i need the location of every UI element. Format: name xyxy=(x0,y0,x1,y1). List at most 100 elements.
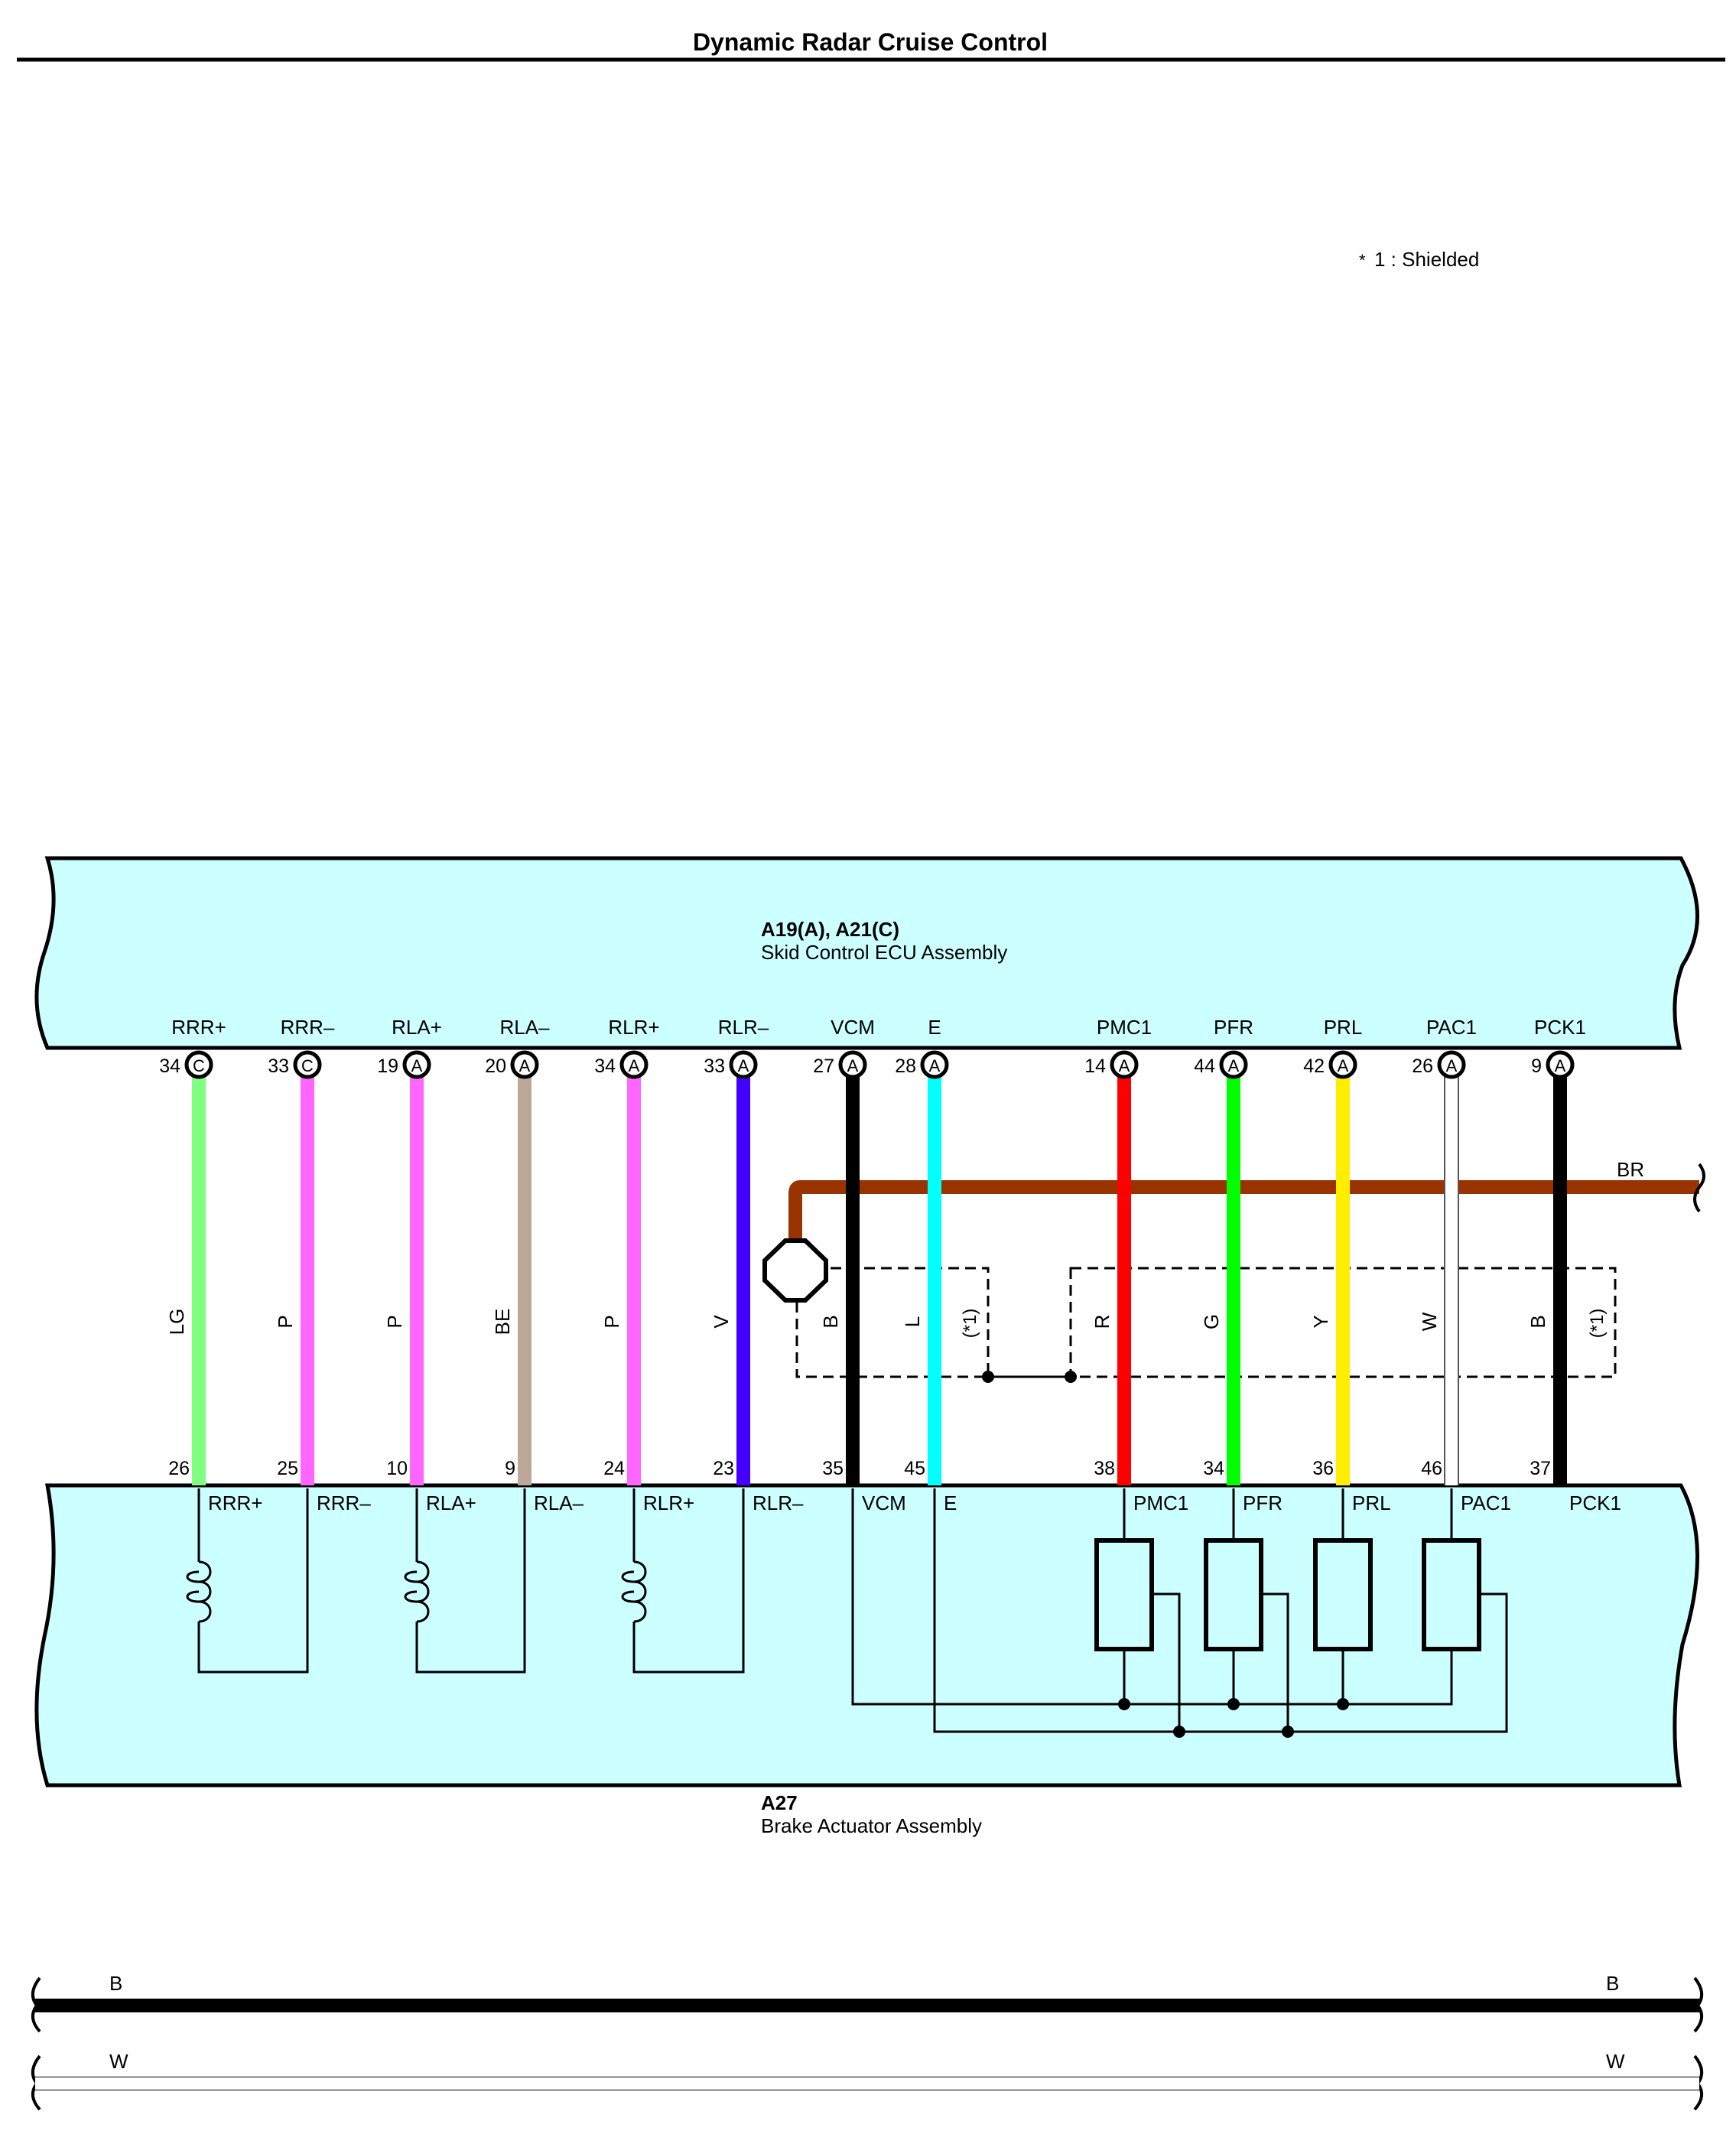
connector-terminal-icon xyxy=(510,1050,539,1079)
pressure-sensor-prl xyxy=(1313,1488,1373,1704)
ground-wire-group: BR xyxy=(762,1158,1705,1303)
connector-letter: A xyxy=(1338,1056,1349,1075)
actuator-connector-label: A27 xyxy=(761,1791,798,1814)
ecu-signal-label: E xyxy=(928,1016,941,1039)
ecu-signal-label: VCM xyxy=(831,1016,875,1039)
actuator-signal-label: RLA+ xyxy=(426,1492,476,1514)
actuator-signal-label: PAC1 xyxy=(1461,1492,1511,1514)
connector-terminal-icon xyxy=(1546,1050,1575,1079)
solenoid-rla xyxy=(404,1488,526,1674)
connector-letter: A xyxy=(738,1056,749,1075)
ground-wire-br xyxy=(788,1180,1699,1239)
actuator-pin-number: 36 xyxy=(1312,1458,1334,1479)
actuator-pin-number: 46 xyxy=(1421,1458,1442,1479)
legend: * 1 : Shielded xyxy=(1359,248,1479,271)
connector-letter: A xyxy=(629,1056,640,1075)
wire-color-label: L xyxy=(901,1316,924,1327)
ecu-signal-label: PAC1 xyxy=(1426,1016,1477,1039)
wires-layer: RRR+C34LG26RRR+RRR–C33P25RRR–RLA+A19P10R… xyxy=(159,1016,1621,1514)
connector-terminal-icon xyxy=(1437,1050,1466,1079)
connector-letter: A xyxy=(519,1056,531,1075)
shield-junction-right xyxy=(1065,1371,1077,1383)
actuator-pin-number: 45 xyxy=(904,1458,925,1479)
connector-letter: A xyxy=(1555,1056,1566,1075)
actuator-signal-label: VCM xyxy=(862,1492,906,1514)
wire-color-label: B xyxy=(819,1315,842,1328)
connector-letter: A xyxy=(929,1056,941,1075)
ecu-name-label: Skid Control ECU Assembly xyxy=(761,941,1007,964)
ecu-signal-label: RLA– xyxy=(499,1016,550,1039)
ground-point-icon xyxy=(762,1238,828,1303)
junction-dot xyxy=(1227,1698,1240,1710)
e-bus-line xyxy=(933,1488,1508,1733)
connector-terminal-icon xyxy=(1328,1050,1357,1079)
bus-label-left: B xyxy=(109,1972,122,1995)
connector-letter: C xyxy=(193,1056,205,1075)
coil-icon xyxy=(621,1560,647,1623)
legend-marker: * xyxy=(1359,251,1366,270)
wire-color-label: B xyxy=(1526,1315,1549,1328)
ecu-connector-label: A19(A), A21(C) xyxy=(761,918,899,941)
junction-dot xyxy=(1173,1726,1185,1738)
actuator-signal-label: PRL xyxy=(1352,1492,1391,1514)
connector-terminal-icon xyxy=(619,1050,649,1079)
ecu-pin-number: 42 xyxy=(1303,1056,1325,1077)
ecu-pin-number: 27 xyxy=(813,1056,834,1077)
connector-letter: A xyxy=(1119,1056,1130,1075)
actuator-signal-label: PCK1 xyxy=(1569,1492,1621,1514)
actuator-signal-label: E xyxy=(944,1492,957,1514)
actuator-internals xyxy=(186,1488,1508,1738)
connector-letter: A xyxy=(847,1056,859,1075)
bus-line-b: B B xyxy=(31,1972,1704,2033)
coil-icon xyxy=(404,1560,430,1623)
ecu-signal-label: PFR xyxy=(1214,1016,1253,1039)
actuator-pin-number: 26 xyxy=(168,1458,190,1479)
connector-letter: A xyxy=(411,1056,423,1075)
ecu-pin-number: 20 xyxy=(485,1056,506,1077)
wire-color-label: R xyxy=(1091,1315,1113,1329)
connector-terminal-icon xyxy=(1110,1050,1139,1079)
actuator-signal-label: RRR+ xyxy=(208,1492,263,1514)
connector-terminal-icon xyxy=(1219,1050,1248,1079)
ecu-signal-label: PRL xyxy=(1324,1016,1363,1039)
ecu-pin-number: 28 xyxy=(895,1056,916,1077)
coil-icon xyxy=(186,1560,212,1623)
wire-color-label: G xyxy=(1200,1314,1223,1329)
junction-dot xyxy=(1282,1726,1294,1738)
ground-wire-break-icon xyxy=(1693,1163,1705,1213)
ecu-signal-label: RRR– xyxy=(281,1016,335,1039)
legend-text: 1 : Shielded xyxy=(1374,248,1479,271)
shield-tag-left: (*1) xyxy=(960,1309,980,1339)
pressure-sensor-pfr xyxy=(1204,1488,1289,1732)
solenoid-rlr xyxy=(621,1488,745,1674)
actuator-pin-number: 25 xyxy=(277,1458,298,1479)
actuator-signal-label: PFR xyxy=(1243,1492,1282,1514)
ecu-pin-number: 44 xyxy=(1194,1056,1215,1077)
actuator-signal-label: RLR– xyxy=(753,1492,804,1514)
wire-color-label: LG xyxy=(165,1309,188,1335)
bus-label-right: B xyxy=(1606,1972,1619,1995)
bus-label-right: W xyxy=(1606,2050,1625,2073)
connector-terminal-icon xyxy=(920,1050,949,1079)
connector-letter: C xyxy=(301,1056,314,1075)
actuator-pin-number: 24 xyxy=(603,1458,625,1479)
actuator-name-label: Brake Actuator Assembly xyxy=(761,1814,982,1837)
actuator-pin-number: 9 xyxy=(505,1458,515,1479)
ecu-pin-number: 14 xyxy=(1084,1056,1106,1077)
ecu-pin-number: 34 xyxy=(159,1056,180,1077)
ecu-signal-label: RLR– xyxy=(718,1016,769,1039)
connector-terminal-icon xyxy=(729,1050,758,1079)
ecu-pin-number: 9 xyxy=(1531,1056,1542,1077)
ecu-pin-number: 19 xyxy=(377,1056,398,1077)
actuator-pin-number: 35 xyxy=(822,1458,844,1479)
actuator-signal-label: PMC1 xyxy=(1133,1492,1188,1514)
ecu-signal-label: PMC1 xyxy=(1097,1016,1152,1039)
